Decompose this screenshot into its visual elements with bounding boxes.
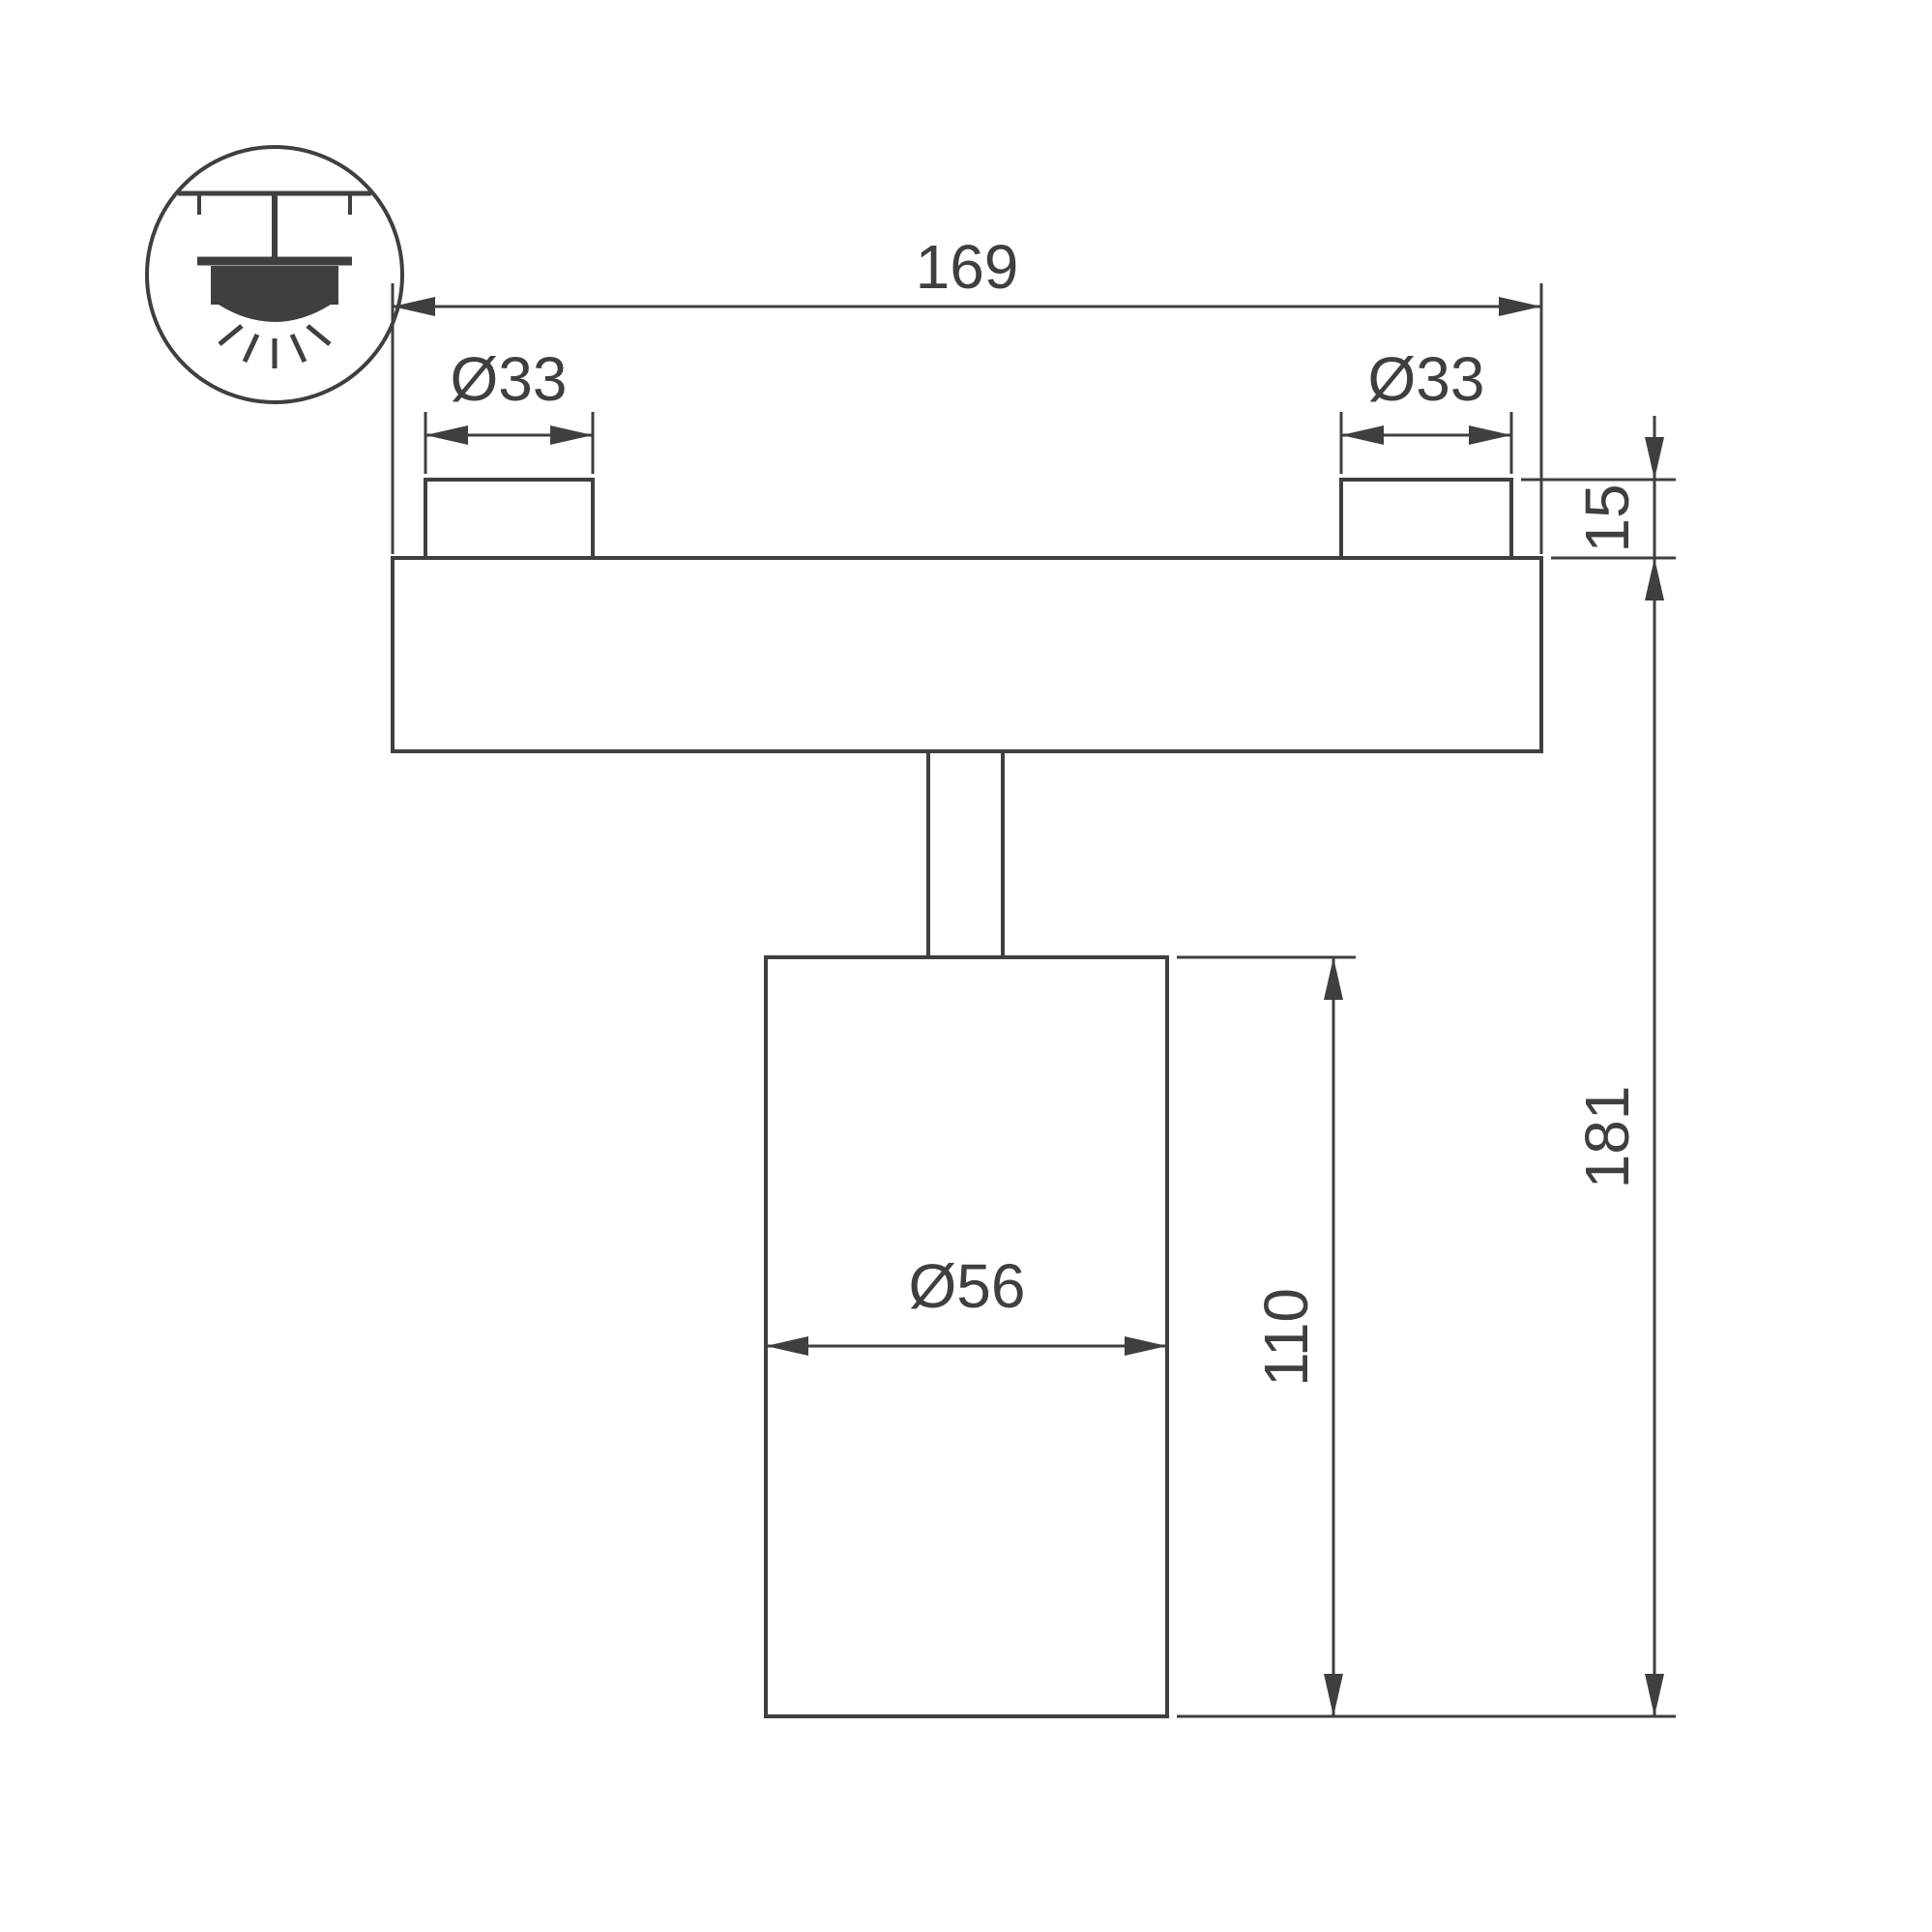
dim-right-boss-diameter: Ø33 xyxy=(1339,344,1513,474)
icon-light-rays xyxy=(218,324,332,368)
arrowhead-up xyxy=(1324,957,1343,1000)
arrowhead-right xyxy=(1499,297,1541,316)
lamp-cylinder-body xyxy=(764,955,1169,1718)
dim-body-diameter: Ø56 xyxy=(766,1251,1167,1356)
dim-left-boss-diameter: Ø33 xyxy=(424,344,595,474)
arrowhead-left xyxy=(766,1336,808,1356)
arrowhead-down xyxy=(1645,1674,1664,1716)
icon-ray-right-inner xyxy=(289,333,307,364)
icon-ray-right-outer xyxy=(306,324,332,346)
mount-type-icon xyxy=(145,145,404,404)
dim-total-height: 181 xyxy=(1177,558,1676,1718)
icon-lamp-dome xyxy=(219,305,331,322)
dim-body-height: 110 xyxy=(1177,955,1356,1716)
mounting-boss-right xyxy=(1339,478,1513,560)
dim-body-diameter-label: Ø56 xyxy=(909,1251,1026,1321)
icon-ray-left-inner xyxy=(242,333,260,364)
dim-base-height-label: 15 xyxy=(1572,483,1642,552)
track-base-plate xyxy=(391,556,1543,753)
dim-left-boss-label: Ø33 xyxy=(451,344,568,414)
icon-ray-left-outer xyxy=(218,324,244,346)
arrowhead-down xyxy=(1645,437,1664,480)
arrowhead-left xyxy=(425,425,468,445)
dim-right-boss-label: Ø33 xyxy=(1368,344,1485,414)
icon-circle xyxy=(145,145,404,404)
icon-lamp-body xyxy=(211,266,338,305)
arrowhead-left xyxy=(393,297,435,316)
arrowhead-right xyxy=(1469,425,1511,445)
arrowhead-up xyxy=(1645,558,1664,600)
dim-total-width: 169 xyxy=(391,232,1543,554)
arrowhead-left xyxy=(1341,425,1384,445)
arrowhead-right xyxy=(1125,1336,1167,1356)
luminaire-outline xyxy=(391,478,1543,1718)
arrowhead-right xyxy=(550,425,593,445)
dim-base-height: 15 xyxy=(1521,416,1676,560)
dim-total-width-label: 169 xyxy=(916,232,1019,302)
mounting-boss-left xyxy=(424,478,595,560)
dim-body-height-label: 110 xyxy=(1251,1288,1321,1387)
dim-total-height-label: 181 xyxy=(1572,1086,1642,1189)
arrowhead-down xyxy=(1324,1674,1343,1716)
